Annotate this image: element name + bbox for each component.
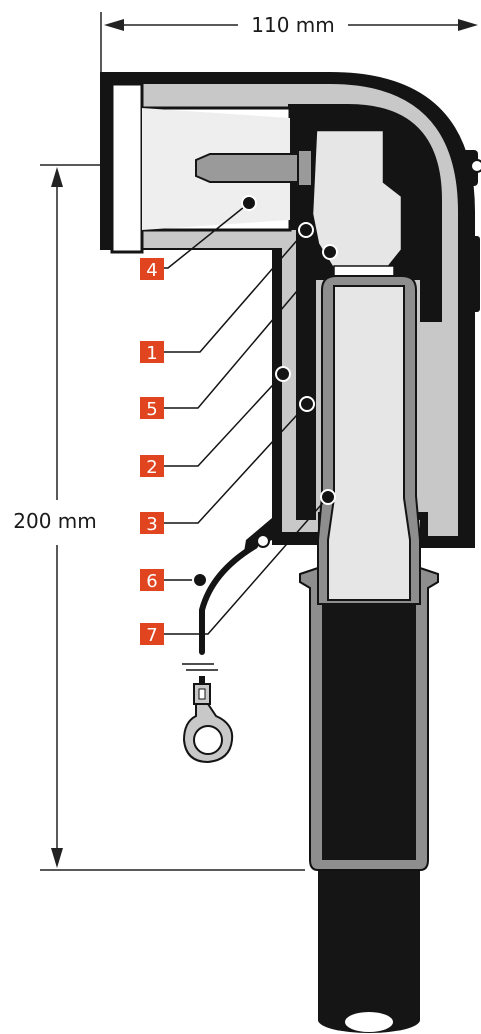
leader-1 (162, 229, 307, 353)
leader-2 (162, 373, 284, 467)
height-dimension: 200 mm (8, 164, 305, 871)
callout-badge (140, 341, 164, 363)
dot-3 (299, 396, 315, 412)
dot-1 (298, 222, 314, 238)
callout-2: 2 (140, 455, 164, 478)
callout-6: 6 (140, 569, 164, 592)
leader-dots (192, 195, 338, 588)
leader-7 (162, 496, 329, 635)
width-dimension: 110 mm (100, 12, 478, 170)
callout-number: 5 (146, 399, 157, 420)
callout-badge (140, 512, 164, 534)
callout-number: 1 (146, 343, 157, 364)
callout-badge (140, 455, 164, 477)
leader-3 (162, 403, 308, 524)
dot-4 (241, 195, 257, 211)
cable-lug (310, 128, 404, 272)
cable-sleeve (299, 544, 439, 871)
dot-6 (192, 572, 208, 588)
width-label: 110 mm (251, 13, 335, 37)
callout-badge (140, 623, 164, 645)
cable-conductor (327, 285, 411, 601)
dot-2 (275, 366, 291, 382)
leader-lines (162, 202, 331, 635)
callout-7: 7 (140, 623, 164, 646)
callout-4: 4 (140, 258, 164, 281)
callout-3: 3 (140, 512, 164, 535)
leader-5 (162, 251, 331, 409)
callout-number: 7 (146, 625, 157, 646)
height-label: 200 mm (13, 509, 97, 533)
earth-lead (182, 518, 272, 764)
callout-badge (140, 258, 164, 280)
callout-5: 5 (140, 397, 164, 420)
dot-7 (320, 489, 336, 505)
callout-number: 2 (146, 457, 157, 478)
dot-5 (322, 244, 338, 260)
callout-number: 6 (146, 571, 157, 592)
lug-crimp (333, 265, 395, 277)
callout-number: 4 (146, 260, 157, 281)
callout-1: 1 (140, 341, 164, 364)
callout-badge (140, 397, 164, 419)
callout-badge (140, 569, 164, 591)
housing-ribs (458, 150, 481, 312)
callout-number: 3 (146, 514, 157, 535)
